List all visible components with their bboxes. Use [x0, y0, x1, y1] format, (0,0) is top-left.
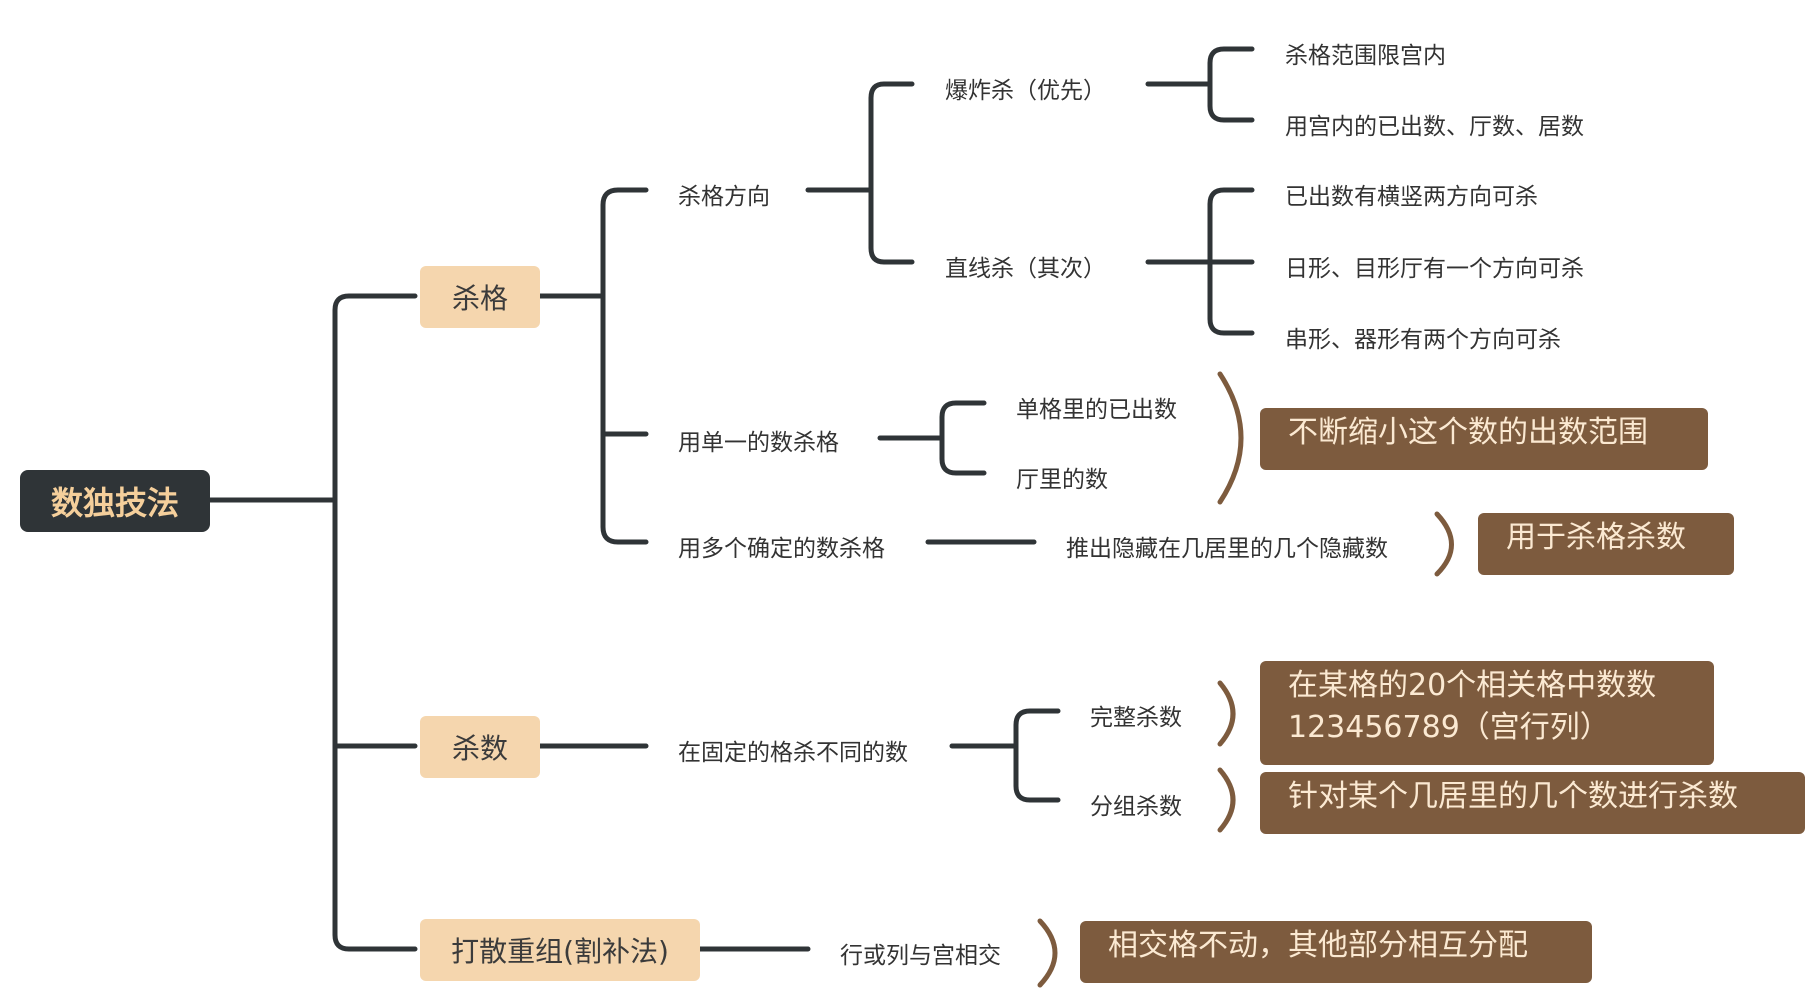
connector-shage-bracket [600, 187, 649, 545]
note-single[interactable]: 不断缩小这个数的出数范围 [1260, 408, 1708, 470]
node-straight[interactable]: 直线杀（其次） [945, 256, 1106, 282]
node-fixed[interactable]: 在固定的格杀不同的数 [678, 740, 908, 766]
brace-group [1217, 767, 1236, 833]
connector-fixed-bracket [1013, 708, 1061, 803]
brace-single [1217, 371, 1244, 505]
leaf-multi[interactable]: 推出隐藏在几居里的几个隐藏数 [1066, 536, 1388, 562]
connector-single-bracket [939, 400, 987, 476]
note-complete-line2: 123456789（宫行列） [1288, 710, 1610, 745]
connector-trunk [332, 293, 418, 503]
note-multi[interactable]: 用于杀格杀数 [1478, 513, 1734, 575]
root-node[interactable]: 数独技法 [20, 470, 210, 532]
connector-direction-bracket [868, 81, 915, 265]
leaf-single-1[interactable]: 单格里的已出数 [1016, 397, 1177, 423]
leaf-explosion-1[interactable]: 杀格范围限宫内 [1285, 43, 1446, 69]
brace-multi [1434, 511, 1454, 577]
leaf-complete[interactable]: 完整杀数 [1090, 705, 1182, 731]
leaf-straight-1[interactable]: 已出数有横竖两方向可杀 [1285, 184, 1538, 210]
brace-complete [1217, 680, 1236, 747]
leaf-straight-3[interactable]: 串形、器形有两个方向可杀 [1285, 327, 1561, 353]
note-dasan[interactable]: 相交格不动，其他部分相互分配 [1080, 921, 1592, 983]
leaf-group[interactable]: 分组杀数 [1090, 794, 1182, 820]
node-direction[interactable]: 杀格方向 [678, 184, 770, 210]
note-complete[interactable]: 在某格的20个相关格中数数 123456789（宫行列） [1260, 661, 1714, 765]
branch-shage[interactable]: 杀格 [420, 266, 540, 328]
note-group[interactable]: 针对某个几居里的几个数进行杀数 [1260, 772, 1805, 834]
note-complete-line1: 在某格的20个相关格中数数 [1288, 668, 1657, 703]
branch-dasan[interactable]: 打散重组(割补法) [420, 919, 700, 981]
leaf-explosion-2[interactable]: 用宫内的已出数、厅数、居数 [1285, 114, 1584, 140]
brace-dasan [1037, 918, 1058, 988]
branch-shashu[interactable]: 杀数 [420, 716, 540, 778]
node-multi[interactable]: 用多个确定的数杀格 [678, 536, 885, 562]
leaf-single-2[interactable]: 厅里的数 [1016, 467, 1108, 493]
connector-explosion-bracket [1207, 46, 1255, 123]
leaf-straight-2[interactable]: 日形、目形厅有一个方向可杀 [1285, 256, 1584, 282]
node-dasan-item[interactable]: 行或列与宫相交 [840, 943, 1001, 969]
node-single[interactable]: 用单一的数杀格 [678, 430, 839, 456]
node-explosion[interactable]: 爆炸杀（优先） [945, 78, 1106, 104]
connector-trunk-lower [332, 497, 418, 952]
